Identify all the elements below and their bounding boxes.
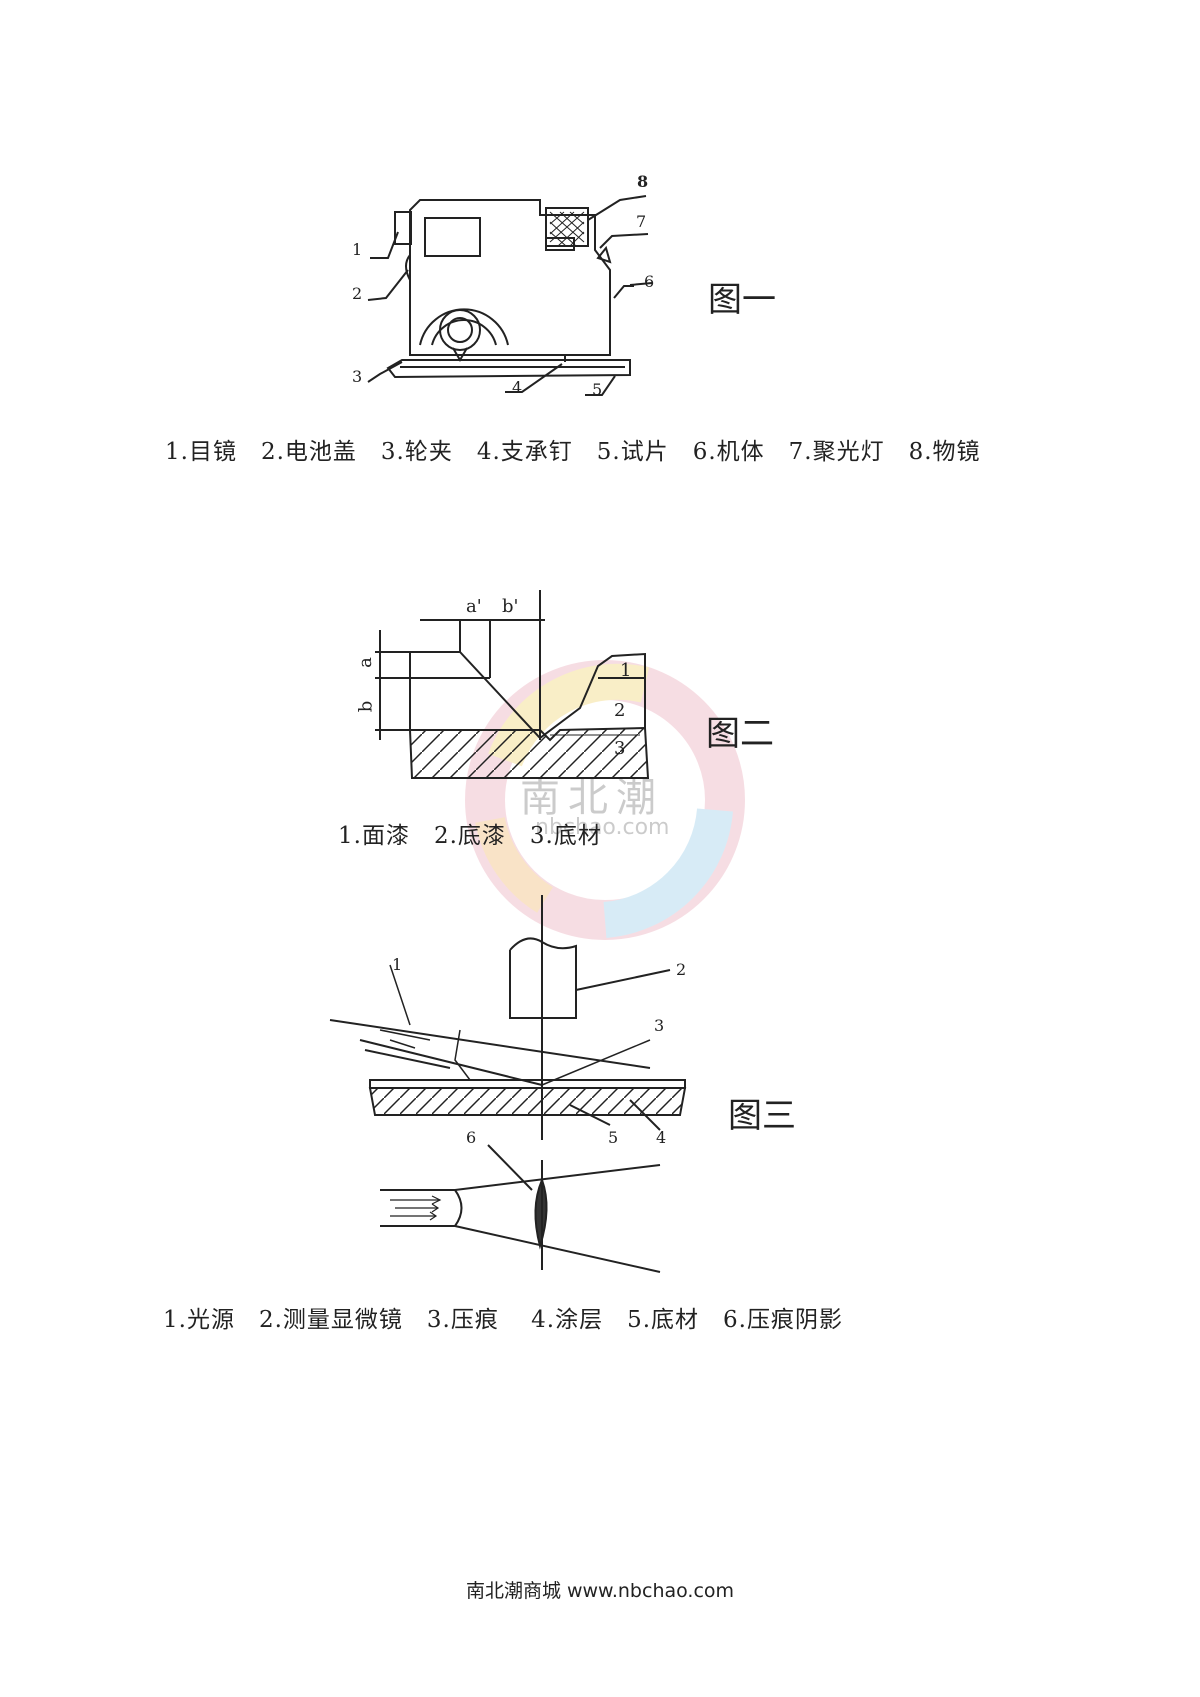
figure2-label-3: 3 bbox=[614, 738, 626, 759]
figure2-caption: 1.面漆 2.底漆 3.底材 bbox=[338, 823, 602, 849]
figure2-label-b: b bbox=[355, 700, 377, 713]
figure1-label-7: 7 bbox=[636, 212, 647, 231]
figure3-label-1: 1 bbox=[392, 955, 403, 974]
watermark-brand: 南北潮 bbox=[520, 775, 664, 821]
figure2-label-1: 1 bbox=[620, 660, 632, 681]
figure1-label-8: 8 bbox=[637, 172, 649, 191]
substrate bbox=[408, 726, 650, 779]
figure3-label-6: 6 bbox=[466, 1128, 477, 1147]
figure1-label-1: 1 bbox=[352, 240, 363, 259]
figure3-label-3: 3 bbox=[654, 1016, 665, 1035]
figure2-label-a: a bbox=[354, 657, 376, 668]
figure3-label-2: 2 bbox=[676, 960, 687, 979]
figure2-label-a-prime: a' bbox=[466, 596, 482, 617]
figure1-caption: 1.目镜 2.电池盖 3.轮夹 4.支承钉 5.试片 6.机体 7.聚光灯 8.… bbox=[165, 439, 981, 465]
page-footer: 南北潮商城 www.nbchao.com bbox=[465, 1580, 735, 1602]
figure2-title: 图二 bbox=[706, 714, 774, 754]
figure1-drawing bbox=[367, 195, 653, 396]
figure2-label-b-prime: b' bbox=[502, 596, 519, 617]
figure3-title: 图三 bbox=[728, 1096, 796, 1136]
window bbox=[424, 217, 481, 257]
figure3-caption: 1.光源 2.测量显微镜 3.压痕 4.涂层 5.底材 6.压痕阴影 bbox=[163, 1307, 843, 1333]
objective bbox=[545, 207, 589, 247]
figure3-label-4: 4 bbox=[656, 1128, 667, 1147]
test-panel bbox=[386, 359, 631, 379]
figure2-drawing bbox=[375, 590, 650, 779]
figure1-label-2: 2 bbox=[352, 284, 363, 303]
figure1-label-3: 3 bbox=[352, 367, 363, 386]
eyepiece bbox=[394, 211, 412, 245]
instrument-body bbox=[409, 199, 611, 356]
figure1-label-5: 5 bbox=[592, 380, 603, 399]
watermark-domain: nbchao.com bbox=[535, 815, 670, 840]
measuring-microscope bbox=[509, 937, 577, 1019]
light-source bbox=[329, 1019, 651, 1086]
figure1-label-6: 6 bbox=[644, 272, 655, 291]
substrate-layer bbox=[368, 1087, 687, 1116]
figure3-label-5: 5 bbox=[608, 1128, 619, 1147]
figure2-label-2: 2 bbox=[614, 700, 626, 721]
figure1-label-4: 4 bbox=[512, 378, 523, 397]
figure1-title: 图一 bbox=[708, 280, 776, 320]
figure3-drawing bbox=[329, 895, 687, 1273]
coating-layers bbox=[409, 651, 646, 740]
watermark-logo bbox=[465, 660, 745, 940]
